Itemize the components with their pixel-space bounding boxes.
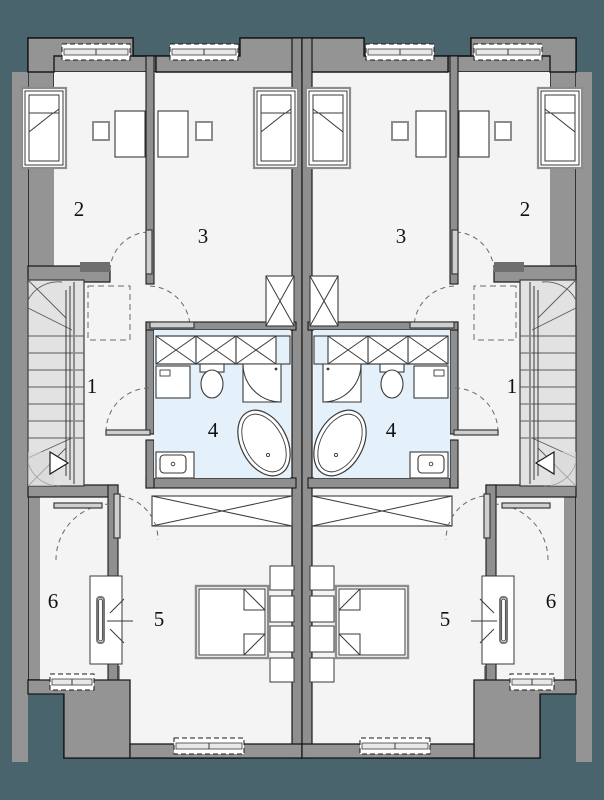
room-label-bedroom-3-left-unit: 3 xyxy=(198,224,209,248)
door-leaf-room6-left xyxy=(53,502,103,509)
door-leaf-bed3-left xyxy=(149,321,195,329)
radiator-group-right xyxy=(471,575,515,665)
door-arc-bed2-left xyxy=(109,231,149,271)
door-arc-bed5-left xyxy=(119,495,159,541)
nightstand-mid2-right xyxy=(309,625,335,653)
nightstand-mid2-left xyxy=(269,625,295,653)
room-label-bedroom-3-right-unit: 3 xyxy=(396,224,407,248)
wardrobe-bed3-right xyxy=(309,275,339,327)
room-label-bedroom-5-left-unit: 5 xyxy=(154,607,165,631)
chair-bed2-left xyxy=(92,121,110,141)
corner-shower-left xyxy=(242,363,282,403)
nightstand-bottom-left xyxy=(269,657,295,683)
door-leaves-right xyxy=(409,229,551,539)
double-bed-left xyxy=(194,584,270,660)
room-label-room-6-left-unit: 6 xyxy=(48,589,59,613)
washing-machine-left xyxy=(155,365,191,399)
desk-bed3-right xyxy=(415,110,447,158)
wardrobe-bed5-left xyxy=(151,495,293,527)
door-arc-bed3-right xyxy=(413,285,455,329)
right-unit xyxy=(301,37,592,762)
partition-bed2-bed3-right xyxy=(449,55,459,285)
room-label-bedroom-2-right-unit: 2 xyxy=(520,197,531,221)
radiator-group-left xyxy=(89,575,133,665)
windows-right xyxy=(359,43,555,755)
room-label-hall-landing-left-unit: 1 xyxy=(87,374,98,398)
staircase-right xyxy=(519,279,577,487)
room-number-labels: 1 2 3 4 5 6 1 2 3 4 5 6 xyxy=(48,197,557,631)
double-bed-right xyxy=(334,584,410,660)
desk-bed2-left xyxy=(114,110,146,158)
staircase-left xyxy=(27,279,85,487)
chair-bed3-right xyxy=(391,121,409,141)
desk-bed2-right xyxy=(458,110,490,158)
bathtub-right xyxy=(313,409,367,477)
bathtub-left xyxy=(237,409,291,477)
partition-bed2-bed3 xyxy=(145,55,155,285)
door-leaf-bathroom-left xyxy=(105,429,151,436)
nightstand-top-left xyxy=(269,565,295,591)
wardrobe-bed5-right xyxy=(311,495,453,527)
room-label-bathroom-left-unit: 4 xyxy=(208,418,219,442)
plan-geometry xyxy=(12,37,592,762)
chair-bed2-right xyxy=(494,121,512,141)
room-label-bathroom-right-unit: 4 xyxy=(386,418,397,442)
door-arc-bed5-right xyxy=(445,495,485,541)
void-outline-left xyxy=(87,285,131,341)
nightstand-mid-right xyxy=(309,595,335,623)
door-leaves-left xyxy=(53,229,195,539)
room-label-bedroom-2-left-unit: 2 xyxy=(74,197,85,221)
door-leaf-bed5-left xyxy=(113,493,121,539)
washbasin-right xyxy=(409,451,449,479)
single-bed-bed2-right xyxy=(536,86,584,170)
door-leaf-bed2-left xyxy=(145,229,153,275)
room-label-hall-landing-right-unit: 1 xyxy=(507,374,518,398)
chair-bed3-left xyxy=(195,121,213,141)
single-bed-bed3-left xyxy=(252,86,300,170)
nightstand-bottom-right xyxy=(309,657,335,683)
left-unit xyxy=(12,37,303,762)
single-bed-bed3-right xyxy=(304,86,352,170)
nightstand-mid-left xyxy=(269,595,295,623)
single-bed-bed2-left xyxy=(20,86,68,170)
corner-shower-right xyxy=(322,363,362,403)
door-arc-bed3-left xyxy=(149,285,191,329)
wardrobe-above-bathroom-left xyxy=(155,335,291,365)
stair-direction-arrow-right xyxy=(534,450,555,476)
toilet-right xyxy=(379,363,405,399)
wardrobe-bed3-left xyxy=(265,275,295,327)
door-arc-bed2-right xyxy=(455,231,495,271)
toilet-left xyxy=(199,363,225,399)
wardrobe-above-bathroom-right xyxy=(313,335,449,365)
room-label-room-6-right-unit: 6 xyxy=(546,589,557,613)
room-label-bedroom-5-right-unit: 5 xyxy=(440,607,451,631)
bathroom-fixtures-left xyxy=(155,363,291,479)
nightstand-top-right xyxy=(309,565,335,591)
desk-bed3-left xyxy=(157,110,189,158)
void-outline-right xyxy=(473,285,517,341)
stair-direction-arrow xyxy=(49,450,70,476)
windows-left xyxy=(49,43,245,755)
washbasin-left xyxy=(155,451,195,479)
bathroom-fixtures-right xyxy=(313,363,449,479)
